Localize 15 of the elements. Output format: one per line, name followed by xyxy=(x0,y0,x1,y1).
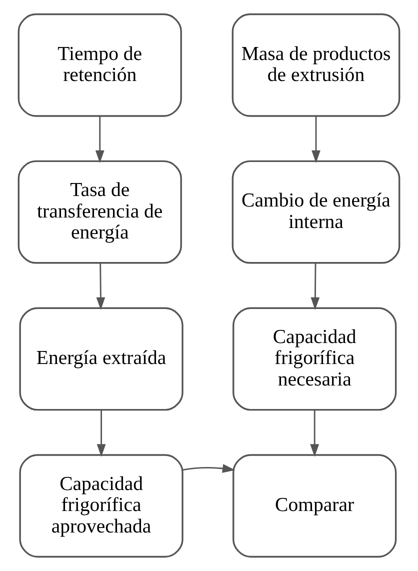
node-box: Capacidad frigorífica necesaria xyxy=(232,307,397,411)
arrow xyxy=(310,263,320,310)
arrow xyxy=(95,116,104,164)
arrow xyxy=(182,464,236,473)
arrow xyxy=(312,116,320,164)
node-box: Masa de productos de extrusión xyxy=(232,13,400,117)
node-box: Comparar xyxy=(232,454,397,558)
node-box: Tiempo de retención xyxy=(18,13,182,117)
node-box: Tasa de transferencia de energía xyxy=(18,160,182,264)
arrow xyxy=(310,410,320,457)
arrow xyxy=(96,263,106,310)
node-box: Cambio de energía interna xyxy=(232,160,400,264)
node-box: Capacidad frigorífica aprovechada xyxy=(19,454,184,558)
arrow xyxy=(96,410,106,457)
node-box: Energía extraída xyxy=(19,307,184,411)
